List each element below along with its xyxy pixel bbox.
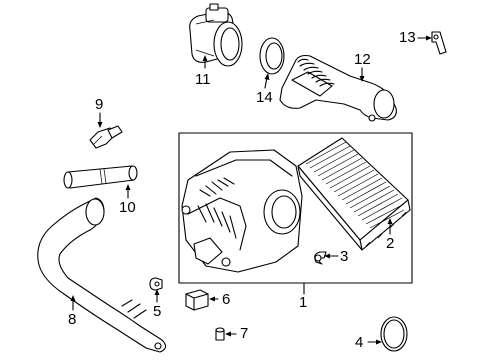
callout-13: 13 <box>399 29 416 46</box>
callout-11: 11 <box>195 71 211 88</box>
callout-3: 3 <box>340 248 349 265</box>
part-3-clip <box>314 251 327 265</box>
air-cleaner-assembly-frame <box>178 132 413 284</box>
callout-10: 10 <box>119 199 136 216</box>
part-7-plug <box>215 327 225 341</box>
callout-12: 12 <box>354 51 371 68</box>
part-9-sensor <box>89 125 123 149</box>
callout-8: 8 <box>68 311 77 328</box>
part-5-grommet <box>149 277 163 291</box>
callout-5: 5 <box>153 303 162 320</box>
part-1-air-cleaner-housing <box>181 149 303 273</box>
part-14-clamp-ring <box>259 37 285 75</box>
part-10-tube <box>63 165 138 189</box>
part-2-filter-element <box>297 137 411 251</box>
part-6-connector <box>185 289 209 311</box>
callout-9: 9 <box>95 96 104 113</box>
part-13-bracket <box>431 31 447 55</box>
callout-2: 2 <box>386 235 395 252</box>
callout-4: 4 <box>355 334 364 351</box>
callout-6: 6 <box>222 291 231 308</box>
callout-7: 7 <box>240 325 249 342</box>
part-12-intake-hose <box>279 54 397 122</box>
part-8-intake-duct <box>37 197 167 353</box>
part-11-mass-air-flow-sensor <box>189 3 243 67</box>
part-4-o-ring <box>380 316 408 352</box>
callout-1: 1 <box>299 294 308 311</box>
callout-14: 14 <box>256 89 273 106</box>
